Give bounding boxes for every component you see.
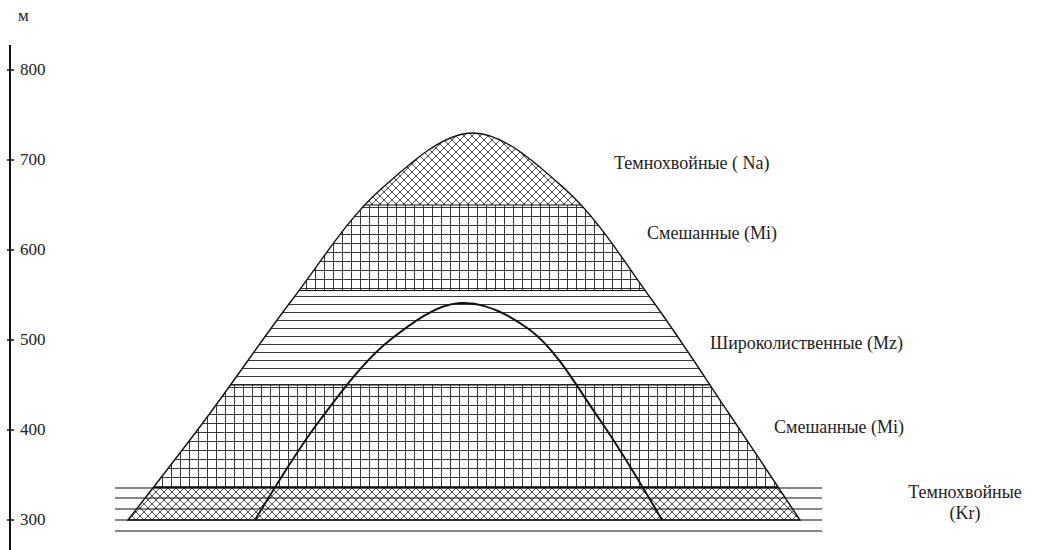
band-border (100, 384, 820, 385)
vegetation-band (100, 385, 820, 488)
vegetation-band (100, 205, 820, 291)
axis-value: 400 (18, 420, 48, 440)
axis-tick (7, 339, 14, 341)
axis-tick (7, 249, 14, 251)
axis-value: 300 (18, 510, 48, 530)
axis-value: 500 (18, 330, 48, 350)
axis-tick (7, 69, 14, 71)
axis-tick (7, 429, 14, 431)
vegetation-band (100, 120, 820, 205)
zone-label: Темнохвойные ( Na) (612, 153, 772, 174)
band-border (100, 204, 820, 205)
inner-profile (255, 303, 662, 520)
axis-line (9, 45, 11, 550)
zone-label: Смешанные (Mi) (645, 223, 779, 244)
foot-line (115, 509, 822, 510)
band-border (100, 290, 820, 291)
mountain-outline (128, 133, 800, 520)
vegetation-band (100, 488, 820, 521)
vegetation-bands (100, 120, 820, 521)
axis-unit: м (16, 6, 31, 26)
zone-label: Темнохвойные (Kr) (898, 482, 1032, 523)
axis-value: 600 (18, 240, 48, 260)
axis-tick (7, 159, 14, 161)
zone-label: Широколиственные (Mz) (708, 333, 905, 354)
zone-label: Смешанные (Mi) (772, 417, 906, 438)
axis-value: 800 (18, 60, 48, 80)
foot-line (115, 531, 822, 532)
axis-value: 700 (18, 150, 48, 170)
foot-line (115, 498, 822, 499)
axis-tick (7, 519, 14, 521)
foot-line (115, 488, 822, 489)
